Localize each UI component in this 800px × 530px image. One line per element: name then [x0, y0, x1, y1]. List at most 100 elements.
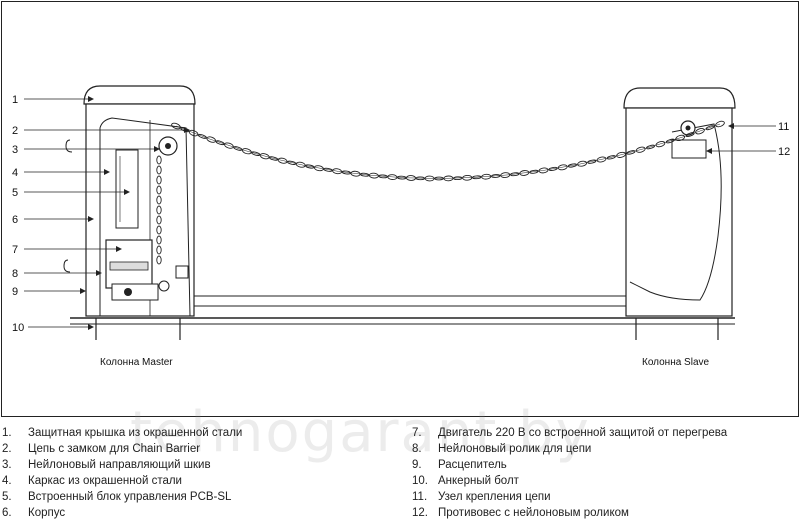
slave-column — [623, 87, 736, 340]
legend-text: Противовес с нейлоновым роликом — [438, 507, 629, 519]
chain-link — [655, 140, 666, 148]
callout-label-12: 12 — [778, 146, 790, 158]
chain-link — [341, 170, 351, 175]
chain-link — [538, 167, 549, 174]
counterweight — [671, 139, 707, 159]
slave-body — [625, 107, 733, 317]
legend-num: 9. — [412, 459, 422, 471]
chain-link — [519, 170, 530, 176]
chain-link — [453, 176, 463, 181]
chain-link — [424, 175, 435, 182]
legend-item: 2. Цепь с замком для Chain Barrier — [2, 441, 402, 457]
chain-link — [224, 142, 234, 149]
callout-label-8: 8 — [12, 268, 18, 280]
legend-num: 12. — [412, 507, 428, 519]
chain-link — [510, 172, 520, 177]
legend-text: Нейлоновый ролик для цепи — [438, 443, 592, 455]
legend-num: 2. — [2, 443, 12, 455]
chain-link — [481, 173, 492, 180]
caption-slave: Колонна Slave — [642, 357, 710, 368]
legend-item: 10. Анкерный болт — [412, 473, 798, 489]
chain-link — [171, 122, 181, 130]
vertical-chain — [156, 155, 162, 265]
legend-num: 4. — [2, 475, 12, 487]
callout-label-9: 9 — [12, 286, 18, 298]
chain-link — [197, 133, 207, 139]
chain-barrier-diagram: 1 2 3 4 5 6 7 8 9 10 11 12 Колонна Maste… — [1, 1, 799, 417]
release-lever — [175, 265, 189, 279]
legend-text: Корпус — [28, 507, 66, 519]
chain-link — [350, 170, 361, 177]
slave-cover — [623, 87, 736, 109]
legend-num: 11. — [412, 491, 428, 503]
chain-link — [472, 175, 482, 180]
chain-link — [715, 120, 725, 128]
callout-label-11: 11 — [778, 121, 789, 133]
legend-item: 7. Двигатель 220 В со встроенной защитой … — [412, 425, 798, 441]
legend-text: Расцепитель — [438, 459, 507, 471]
chain-link — [577, 160, 588, 167]
chain-link — [606, 155, 616, 160]
legend-item: 4. Каркас из окрашенной стали — [2, 473, 402, 489]
legend-item: 6. Корпус — [2, 505, 402, 521]
callout-label-3: 3 — [12, 144, 18, 156]
chain-link — [616, 151, 627, 158]
callout-label-5: 5 — [12, 187, 18, 199]
chain-link — [587, 159, 597, 164]
chain-link — [443, 175, 454, 182]
right-callouts: 11 12 — [706, 121, 790, 158]
legend-num: 6. — [2, 507, 12, 519]
control-board — [115, 149, 139, 229]
chain-link — [269, 156, 279, 161]
legend-text: Встроенный блок управления PCB-SL — [28, 491, 232, 503]
master-frame — [99, 117, 191, 317]
chain-link — [635, 146, 646, 153]
chain-link — [491, 174, 501, 178]
callout-label-4: 4 — [12, 167, 18, 179]
legend-column-right: 7. Двигатель 220 В со встроенной защитой … — [412, 425, 798, 521]
legend-num: 5. — [2, 491, 12, 503]
chain-link — [705, 125, 715, 131]
chain-link — [567, 163, 577, 168]
legend-text: Узел крепления цепи — [438, 491, 551, 503]
legend-item: 12. Противовес с нейлоновым роликом — [412, 505, 798, 521]
left-callouts: 1 2 3 4 5 6 7 8 9 10 — [12, 94, 190, 334]
legend-text: Анкерный болт — [438, 475, 519, 487]
chain-link — [233, 146, 243, 151]
master-cover — [83, 85, 196, 105]
chain-link — [415, 176, 425, 181]
parts-legend: 1.Защитная крышка из окрашенной стали 2.… — [0, 425, 800, 530]
chain-link — [596, 156, 607, 163]
chain-link — [332, 168, 343, 175]
chain-link — [277, 157, 288, 164]
chain-link — [305, 164, 315, 169]
callout-label-7: 7 — [12, 244, 18, 256]
chain-link — [387, 174, 398, 180]
legend-text: Двигатель 220 В со встроенной защитой от… — [438, 427, 728, 439]
chain-link — [295, 161, 306, 168]
chain-link — [215, 140, 225, 146]
chain-link — [548, 166, 558, 171]
legend-text: Каркас из окрашенной стали — [28, 475, 182, 487]
chain-link — [206, 136, 217, 143]
callout-label-6: 6 — [12, 214, 18, 226]
chain-link — [462, 174, 473, 181]
legend-item: 11. Узел крепления цепи — [412, 489, 798, 505]
legend-column-left: 1.Защитная крышка из окрашенной стали 2.… — [2, 425, 402, 521]
chain-link — [434, 176, 444, 181]
chain-link — [251, 151, 261, 156]
legend-num: 7. — [412, 427, 422, 439]
legend-item: 3. Нейлоновый направляющий шкив — [2, 457, 402, 473]
caption-master: Колонна Master — [100, 357, 173, 368]
legend-num: 1. — [2, 427, 12, 439]
chain-link — [405, 175, 417, 181]
legend-num: 10. — [412, 475, 428, 487]
chain-link — [557, 164, 568, 171]
legend-num: 3. — [2, 459, 12, 471]
legend-text: Цепь с замком для Chain Barrier — [28, 443, 201, 455]
legend-text: Нейлоновый направляющий шкив — [28, 459, 211, 471]
callout-label-2: 2 — [12, 125, 18, 137]
master-column — [63, 85, 196, 340]
chain-link — [378, 174, 388, 179]
chain-roller — [158, 280, 170, 292]
